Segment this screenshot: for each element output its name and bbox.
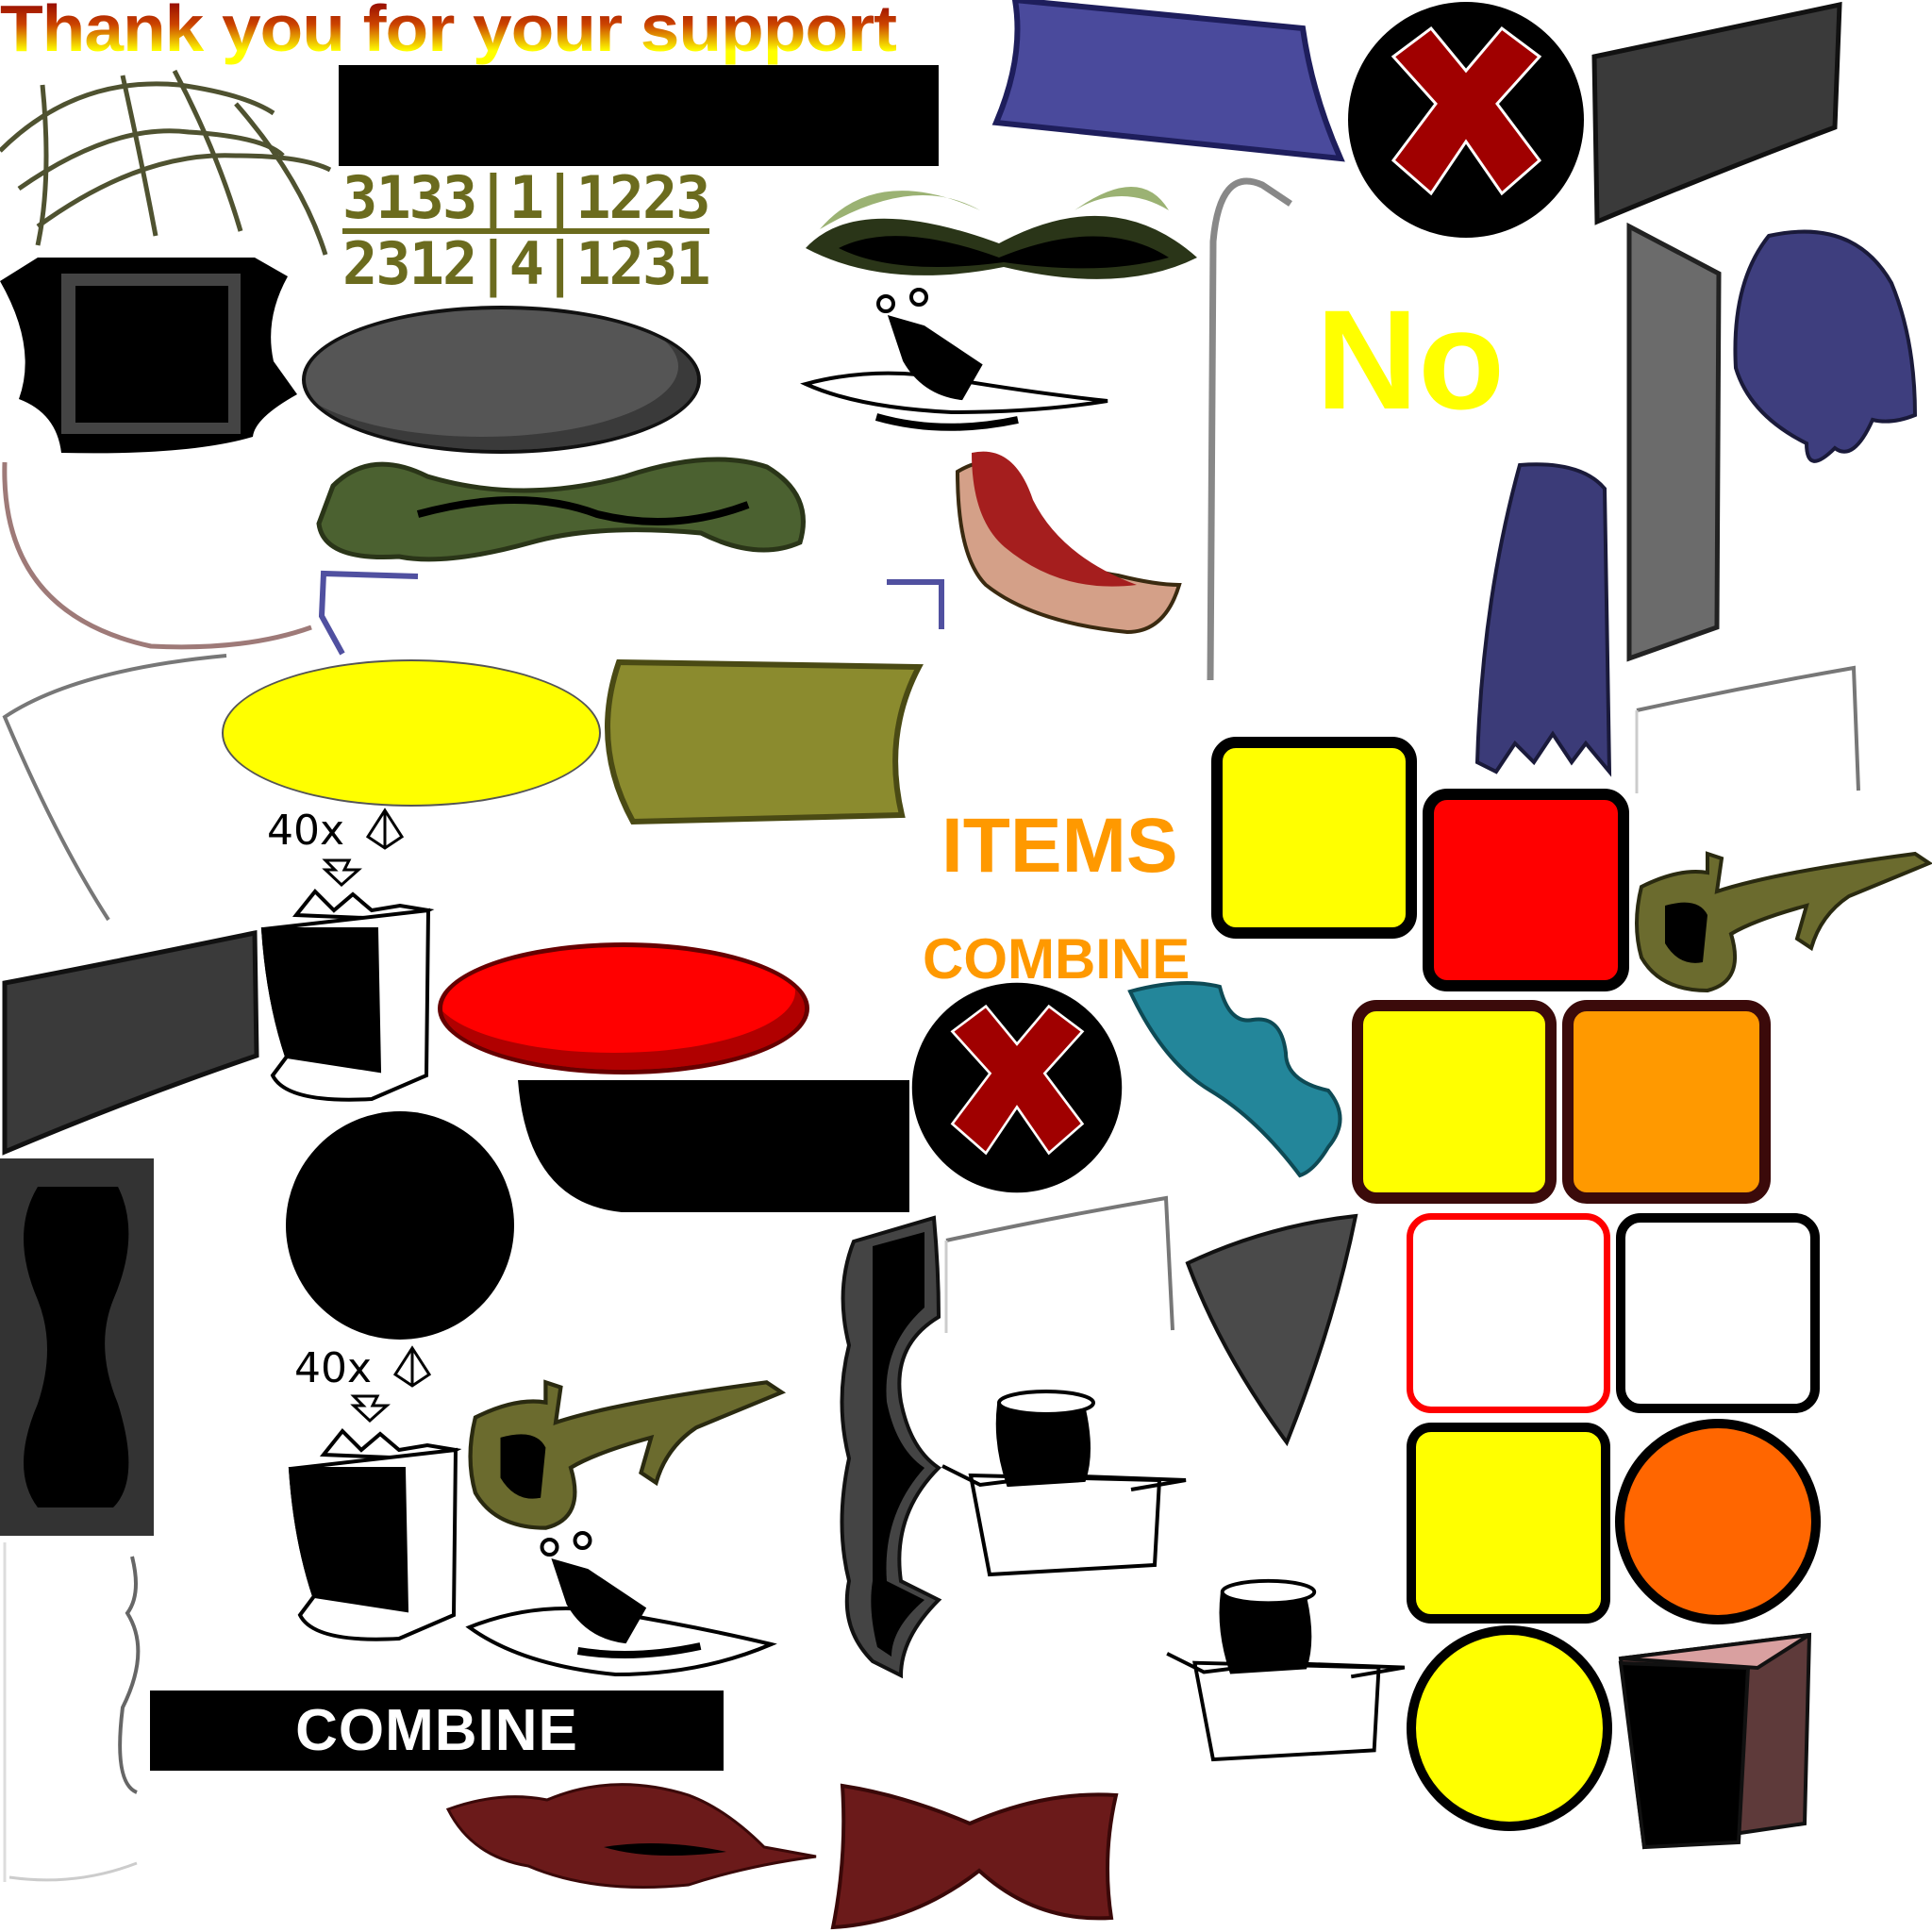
gray-oval-sprite bbox=[302, 306, 701, 454]
recipe-2-count: 40x bbox=[294, 1344, 373, 1392]
thank-you-title: Thank you for your support bbox=[0, 0, 897, 66]
orange-slot-sprite bbox=[1562, 1000, 1771, 1204]
pyramid-icon bbox=[365, 808, 405, 850]
number-grid-bottom: 2312|4|1231 bbox=[342, 228, 711, 298]
olive-banner-sprite bbox=[605, 658, 924, 825]
olive-guitar-sprite bbox=[1635, 851, 1932, 993]
red-leaf-sprite bbox=[955, 451, 1182, 635]
crown-on-cushion-sprite bbox=[800, 288, 1108, 431]
gray-hook-sprite bbox=[1207, 177, 1292, 681]
pink-curve-sprite bbox=[2, 461, 312, 650]
net-sprite bbox=[0, 69, 332, 256]
combine-label-orange: COMBINE bbox=[923, 927, 1191, 991]
white-outline-shape-sprite bbox=[3, 1542, 141, 1882]
white-panel-outline-sprite bbox=[1635, 665, 1860, 793]
recipe-1-label: 40x bbox=[267, 807, 405, 855]
number-grid: 3133|1|1223 2312|4|1231 bbox=[342, 163, 711, 298]
red-oval-sprite bbox=[438, 942, 809, 1074]
black-tab-sprite bbox=[518, 1080, 909, 1212]
empty-slot-red-border-sprite bbox=[1407, 1213, 1610, 1413]
black-wavy-column-sprite bbox=[840, 1215, 942, 1679]
recipe-2-label: 40x bbox=[294, 1344, 432, 1392]
arrow-down-icon bbox=[322, 858, 362, 888]
number-grid-top: 3133|1|1223 bbox=[342, 163, 711, 232]
dark-red-bowtie-sprite bbox=[830, 1783, 1119, 1930]
hat-in-box-sprite-2 bbox=[1166, 1578, 1406, 1762]
dark-red-cloth-sprite bbox=[445, 1783, 817, 1889]
combine-bar: COMBINE bbox=[150, 1690, 724, 1771]
pyramid-icon bbox=[392, 1345, 432, 1388]
blue-banner-sprite bbox=[991, 0, 1345, 162]
close-x-icon-small bbox=[911, 982, 1123, 1193]
empty-slot-black-border-sprite bbox=[1616, 1213, 1820, 1413]
white-panel-outline-sprite-2 bbox=[944, 1195, 1174, 1333]
crystal-bin-sprite-2 bbox=[288, 1428, 462, 1641]
blue-bracket-right-sprite bbox=[887, 579, 944, 629]
olive-guitar-sprite-2 bbox=[468, 1379, 787, 1530]
crystal-bin-sprite bbox=[260, 889, 435, 1102]
gray-outline-sprite bbox=[2, 654, 227, 922]
crown-on-cushion-sprite-2 bbox=[465, 1531, 777, 1677]
gray-triangle-sprite bbox=[1185, 1213, 1358, 1447]
hat-in-box-sprite bbox=[941, 1390, 1187, 1577]
blue-bracket-left-sprite bbox=[318, 570, 419, 656]
yellow-oval-sprite bbox=[222, 659, 601, 807]
gray-column-sprite bbox=[1626, 222, 1722, 662]
brown-box-sprite bbox=[1618, 1632, 1812, 1850]
items-label: ITEMS bbox=[941, 803, 1178, 889]
teal-cloth-sprite bbox=[1127, 981, 1342, 1178]
close-x-icon bbox=[1348, 2, 1584, 238]
navy-cloth-sprite bbox=[1474, 462, 1612, 777]
recipe-1-count: 40x bbox=[267, 807, 345, 855]
dark-gray-panel-left-sprite bbox=[2, 929, 259, 1156]
vase-panel-sprite bbox=[0, 1158, 154, 1536]
green-squiggle-sprite bbox=[316, 457, 806, 562]
yellow-slot-sprite-2 bbox=[1407, 1423, 1610, 1624]
black-bar-sprite bbox=[339, 65, 939, 166]
orange-circle-sprite bbox=[1615, 1419, 1821, 1624]
dark-gray-panel-sprite bbox=[1591, 1, 1842, 225]
navy-blob-sprite bbox=[1733, 229, 1918, 463]
black-circle-sprite bbox=[286, 1111, 514, 1340]
yellow-circle-sprite bbox=[1407, 1625, 1612, 1831]
green-mask-sprite bbox=[806, 187, 1197, 279]
arrow-down-icon bbox=[350, 1394, 391, 1424]
yellow-slot-sprite bbox=[1211, 737, 1417, 939]
yellow-slot-dark-border-sprite bbox=[1352, 1000, 1557, 1204]
no-label: No bbox=[1316, 280, 1505, 439]
red-slot-sprite bbox=[1423, 789, 1629, 991]
black-frame-sprite bbox=[0, 258, 297, 454]
